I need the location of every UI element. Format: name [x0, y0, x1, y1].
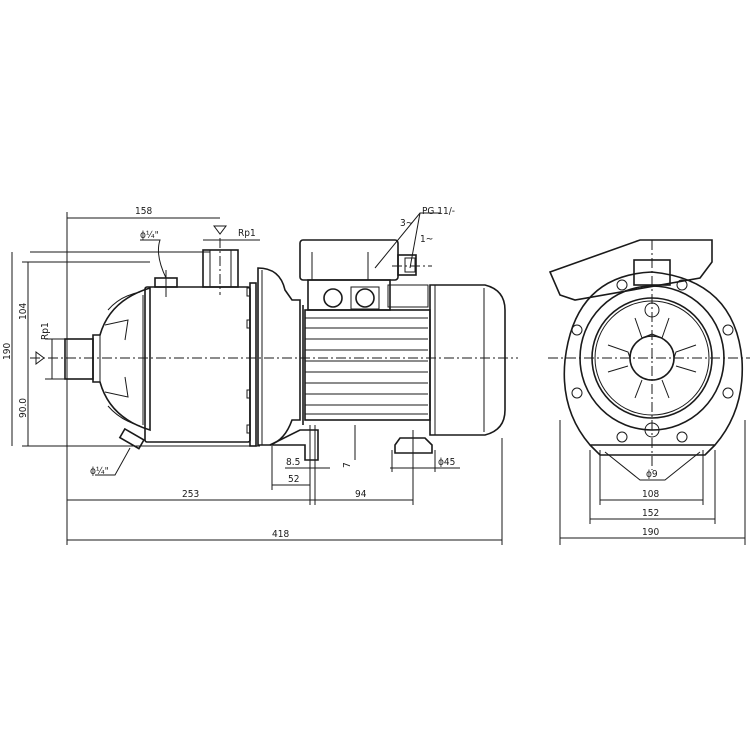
- dim-158: 158: [135, 206, 152, 217]
- side-view-dimensions: 158 Rp1 ϕ¼" PG 11/- 3~ 1~ 190 104 90.0 R…: [2, 206, 502, 541]
- motor-fins: [305, 317, 428, 415]
- end-view-dimensions: ϕ9 108 152 190: [559, 420, 746, 545]
- dim-phi45: ϕ45: [438, 457, 455, 468]
- dim-190-height: 190: [2, 343, 13, 360]
- dim-7: 7: [342, 462, 353, 468]
- dim-418: 418: [272, 529, 289, 540]
- dim-152: 152: [642, 508, 659, 519]
- dim-253: 253: [182, 489, 199, 500]
- callout-1-phase: 1~: [420, 234, 433, 245]
- dim-108: 108: [642, 489, 659, 500]
- impeller-vanes: [607, 317, 697, 399]
- dim-90: 90.0: [18, 398, 29, 418]
- dim-52: 52: [288, 474, 299, 485]
- dim-8-5: 8.5: [286, 457, 300, 468]
- dim-cable-gland: PG 11/-: [422, 206, 455, 217]
- dim-94: 94: [355, 489, 367, 500]
- dim-phi9: ϕ9: [646, 469, 658, 480]
- dim-vent-plug: ϕ¼": [140, 229, 159, 241]
- dim-rp1-suction: Rp1: [40, 322, 51, 340]
- dim-rp1-discharge: Rp1: [238, 228, 256, 239]
- side-view: [22, 212, 518, 545]
- dim-drain-plug: ϕ¼": [90, 465, 109, 477]
- dim-104: 104: [18, 303, 29, 320]
- dim-190-width: 190: [642, 527, 659, 538]
- callout-3-phase: 3~: [400, 218, 413, 229]
- end-view: [548, 239, 750, 481]
